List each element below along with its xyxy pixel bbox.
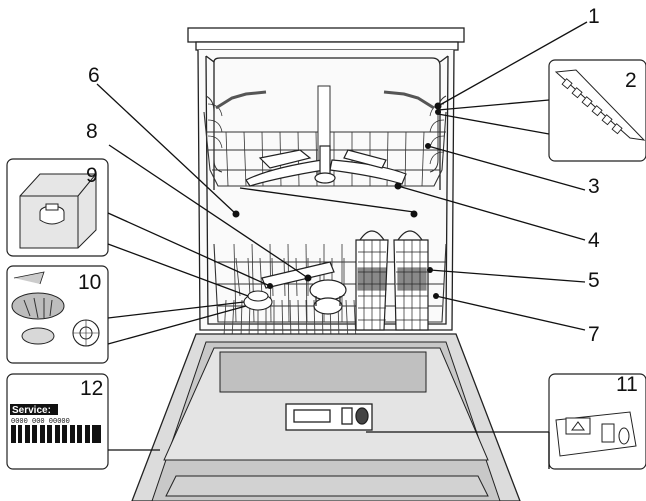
inset-service-label: Service: 0000 000 00000 bbox=[6, 373, 109, 470]
callout-6: 6 bbox=[88, 64, 100, 87]
callout-3: 3 bbox=[588, 175, 600, 198]
inset-salt-container bbox=[6, 158, 109, 257]
callout-10: 10 bbox=[78, 271, 101, 294]
callout-7: 7 bbox=[588, 323, 600, 346]
service-label-number: 0000 000 00000 bbox=[11, 418, 70, 426]
lower-spray-arm bbox=[261, 261, 347, 315]
callout-1: 1 bbox=[588, 5, 600, 28]
inset-dispenser bbox=[548, 373, 646, 470]
dishwasher-top-frame bbox=[187, 27, 465, 51]
callout-8: 8 bbox=[86, 120, 98, 143]
cutlery-basket bbox=[355, 230, 429, 331]
callout-9: 9 bbox=[86, 164, 98, 187]
leader-lines bbox=[96, 21, 588, 469]
inset-cup-shelf bbox=[548, 59, 646, 162]
inset-filter bbox=[6, 265, 109, 364]
callout-numbers: 1 2 3 4 5 6 7 8 9 10 11 12 bbox=[78, 5, 638, 400]
upper-spray-arm bbox=[245, 145, 407, 187]
dishwasher-door bbox=[131, 333, 521, 501]
leader-dots bbox=[232, 102, 442, 299]
service-label-title: Service: bbox=[12, 405, 51, 416]
callout-12: 12 bbox=[80, 377, 103, 400]
callout-4: 4 bbox=[588, 229, 600, 252]
callout-11: 11 bbox=[616, 373, 638, 396]
service-barcode-icon bbox=[11, 425, 101, 443]
callout-2: 2 bbox=[625, 69, 637, 92]
callout-5: 5 bbox=[588, 269, 600, 292]
